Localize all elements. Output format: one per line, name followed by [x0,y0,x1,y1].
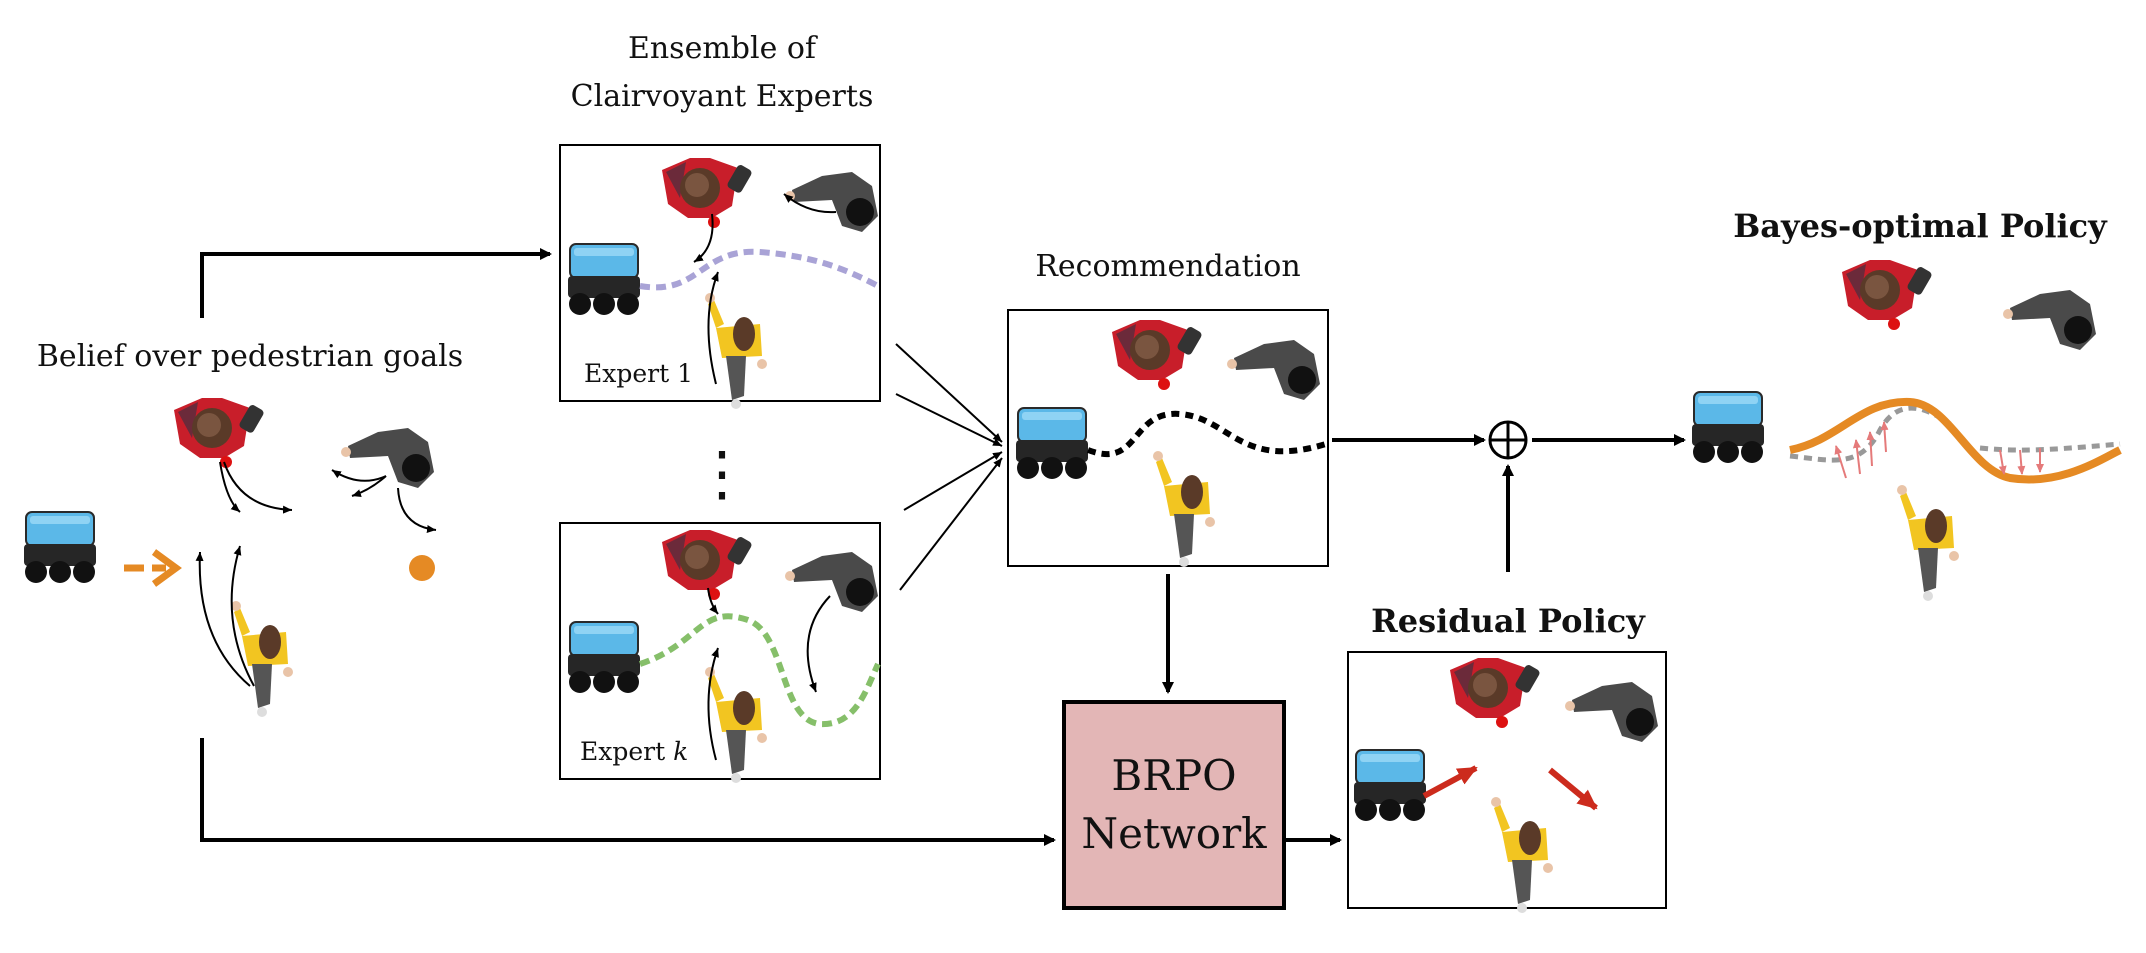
expert-k-path [639,613,881,728]
expert-1-scene: Expert 1 [567,158,880,409]
expert-k-scene: Expert k [567,530,881,783]
bayes-optimal-scene [1691,260,2122,601]
connectors [200,248,1686,846]
goal-dot-icon [409,555,435,581]
residual-arrow-2 [1548,767,1598,811]
pedestrian-red-icon [174,398,265,468]
bayes-optimal-path [1789,397,2122,484]
pedestrian-gray-icon [2003,290,2096,350]
robot-direction-chevron [151,549,182,587]
robot-icon [1015,407,1089,480]
robot-icon [567,621,641,694]
bayes-optimal-label: Bayes-optimal Policy [1733,207,2108,245]
residual-policy-scene [1353,658,1658,913]
residual-policy-label: Residual Policy [1371,602,1646,640]
brpo-label-line1: BRPO [1111,751,1236,800]
pedestrian-yellow-icon [1897,485,1959,601]
robot-icon [1691,391,1765,464]
pedestrian-yellow-icon [231,601,293,717]
recommendation-scene [1015,320,1327,567]
belief-to-experts-arrow [200,248,552,318]
robot-icon [23,511,97,584]
pedestrian-red-icon [1842,260,1933,330]
recommendation-label: Recommendation [1035,249,1300,284]
ensemble-title-line2: Clairvoyant Experts [571,79,874,114]
belief-label: Belief over pedestrian goals [37,339,463,374]
ensemble-title-line1: Ensemble of [628,31,818,66]
expert-1-path [639,248,880,291]
expert-k-label: Expert k [580,737,688,766]
brpo-network-box [1062,700,1286,910]
expert-1-label: Expert 1 [584,359,693,388]
residual-arrow-1 [1422,765,1478,799]
brpo-label-line2: Network [1081,809,1267,858]
recommended-path [1086,410,1327,458]
robot-icon [567,243,641,316]
belief-scene [23,398,437,717]
expert-ellipsis: ⋮ [692,439,752,509]
belief-to-brpo-arrow [200,738,1056,846]
robot-icon [1353,749,1427,822]
oplus-icon [1488,420,1528,460]
